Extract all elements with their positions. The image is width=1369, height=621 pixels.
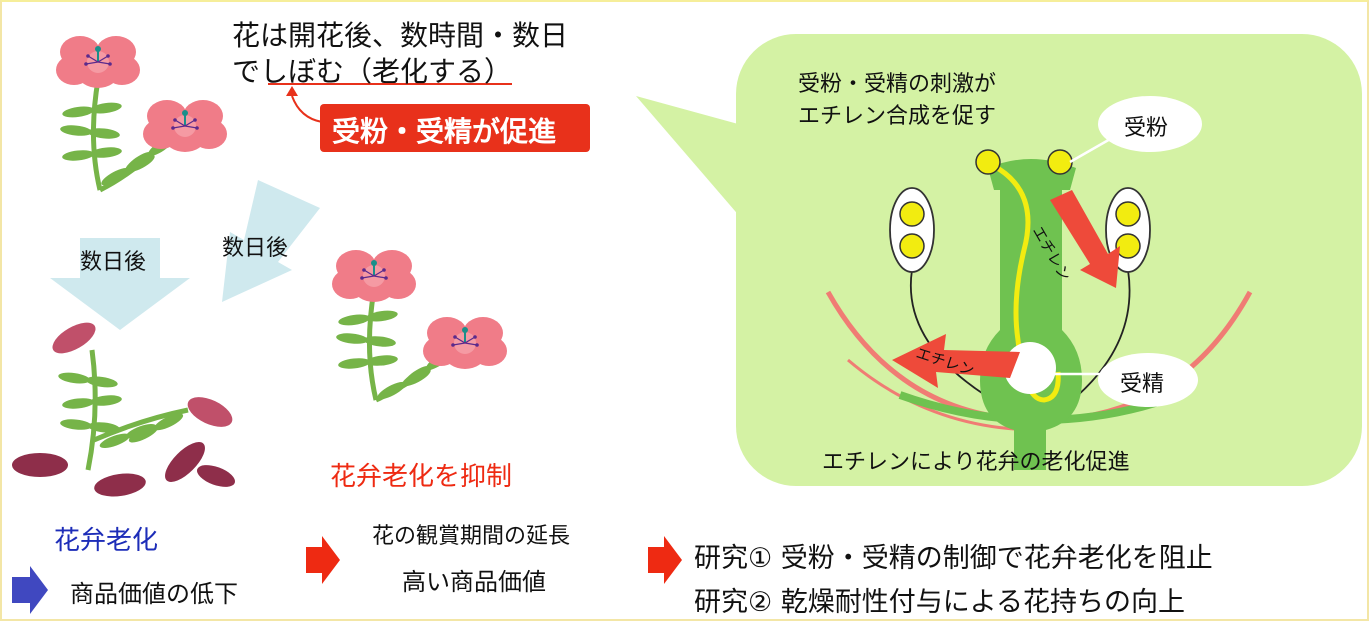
promote-badge: 受粉・受精が促進: [320, 104, 590, 152]
callout-heading-line2: エチレン合成を促す: [798, 104, 997, 129]
promote-pointer-arrow: [291, 95, 323, 123]
suppressed-label: 花弁老化を抑制: [330, 462, 513, 492]
diagonal-arrow: [222, 180, 320, 302]
long-lasting-plant-illustration: [331, 249, 508, 403]
red-arrow-2: [648, 536, 682, 584]
research-1: 研究① 受粉・受精の制御で花弁老化を阻止: [694, 543, 1213, 574]
research-2: 研究② 乾燥耐性付与による花持ちの向上: [694, 587, 1185, 618]
fresh-plant-illustration: [55, 35, 228, 193]
callout-heading-line1: 受粉・受精の刺激が: [798, 72, 997, 97]
promote-badge-text: 受粉・受精が促進: [332, 115, 557, 148]
extend-line2: 高い商品価値: [402, 568, 546, 596]
extend-line1: 花の観賞期間の延長: [372, 524, 571, 549]
top-caption-line2: でしぼむ（老化する）: [232, 55, 513, 88]
flower-cross-section: [825, 96, 1253, 470]
down-arrow-label: 数日後: [80, 250, 147, 275]
bubble-pollination: 受粉: [1124, 116, 1169, 141]
red-arrow-1: [306, 536, 340, 584]
value-drop-text: 商品価値の低下: [70, 580, 238, 608]
senescent-plant-illustration: [12, 322, 236, 497]
ethylene-arrow-left: [892, 334, 1020, 388]
blue-arrow: [12, 566, 48, 614]
senescence-label: 花弁老化: [54, 526, 159, 556]
bubble-fertilization: 受精: [1120, 372, 1165, 397]
down-arrow: [50, 238, 190, 330]
callout-footer: エチレンにより花弁の老化促進: [822, 450, 1130, 475]
top-caption-line1: 花は開花後、数時間・数日: [232, 19, 569, 52]
diagonal-arrow-label: 数日後: [222, 236, 289, 261]
ethylene-arrow-right: [1050, 190, 1120, 288]
